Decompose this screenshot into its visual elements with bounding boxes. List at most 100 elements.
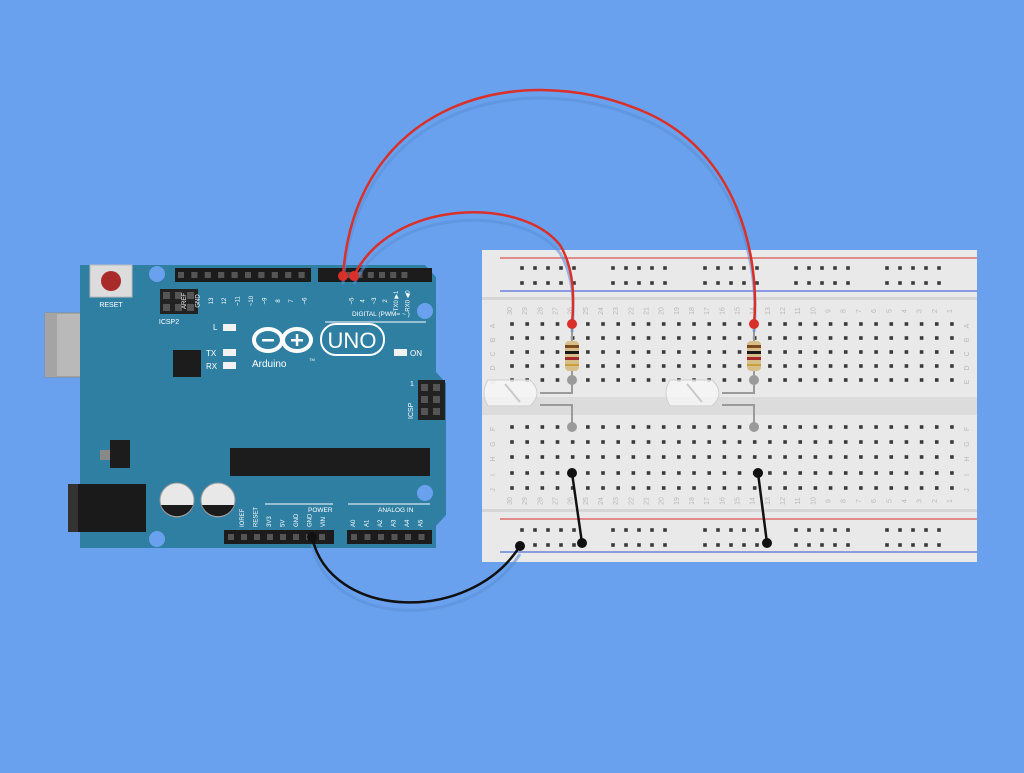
resistor[interactable] xyxy=(747,324,761,380)
breadboard-hole[interactable] xyxy=(737,350,742,354)
rail-hole[interactable] xyxy=(546,528,550,532)
rail-hole[interactable] xyxy=(755,266,759,270)
breadboard-hole[interactable] xyxy=(601,322,605,326)
breadboard-hole[interactable] xyxy=(677,440,681,444)
breadboard-hole[interactable] xyxy=(783,471,787,475)
breadboard-hole[interactable] xyxy=(768,440,772,444)
rail-hole[interactable] xyxy=(703,528,707,532)
breadboard-hole[interactable] xyxy=(783,455,787,459)
rail-hole[interactable] xyxy=(885,266,889,270)
breadboard-hole[interactable] xyxy=(510,471,514,475)
breadboard-hole[interactable] xyxy=(692,350,696,354)
breadboard-hole[interactable] xyxy=(737,378,742,382)
breadboard-hole[interactable] xyxy=(601,336,605,340)
breadboard-hole[interactable] xyxy=(722,336,727,340)
rail-hole[interactable] xyxy=(742,528,746,532)
breadboard-hole[interactable] xyxy=(737,322,742,326)
breadboard-hole[interactable] xyxy=(950,336,954,340)
rail-hole[interactable] xyxy=(520,266,524,270)
rail-hole[interactable] xyxy=(637,266,641,270)
breadboard-hole[interactable] xyxy=(722,350,727,354)
breadboard-hole[interactable] xyxy=(798,455,803,459)
breadboard-hole[interactable] xyxy=(631,455,636,459)
breadboard-hole[interactable] xyxy=(661,364,666,368)
rail-hole[interactable] xyxy=(846,281,850,285)
breadboard-hole[interactable] xyxy=(692,486,696,490)
header-pin[interactable] xyxy=(218,272,225,278)
breadboard-hole[interactable] xyxy=(874,425,878,429)
breadboard-hole[interactable] xyxy=(525,440,529,444)
rail-hole[interactable] xyxy=(520,281,524,285)
breadboard-hole[interactable] xyxy=(768,378,772,382)
breadboard-hole[interactable] xyxy=(783,440,787,444)
breadboard-hole[interactable] xyxy=(768,425,772,429)
breadboard-hole[interactable] xyxy=(631,322,636,326)
breadboard-hole[interactable] xyxy=(783,425,787,429)
breadboard-hole[interactable] xyxy=(783,378,787,382)
breadboard-hole[interactable] xyxy=(540,425,545,429)
breadboard-hole[interactable] xyxy=(692,440,696,444)
resistor[interactable] xyxy=(565,324,579,380)
breadboard-hole[interactable] xyxy=(540,322,545,326)
header-pin[interactable] xyxy=(245,272,251,278)
rail-hole[interactable] xyxy=(533,528,537,532)
rail-hole[interactable] xyxy=(559,543,563,547)
breadboard-hole[interactable] xyxy=(722,378,727,382)
breadboard-hole[interactable] xyxy=(707,350,712,354)
rail-hole[interactable] xyxy=(924,543,928,547)
breadboard-hole[interactable] xyxy=(677,322,681,326)
header-pin[interactable] xyxy=(285,272,292,278)
rail-hole[interactable] xyxy=(846,266,850,270)
rail-hole[interactable] xyxy=(898,266,902,270)
reset-button-cap[interactable] xyxy=(101,271,121,291)
breadboard-hole[interactable] xyxy=(904,350,909,354)
header-pin[interactable] xyxy=(364,534,371,540)
breadboard-hole[interactable] xyxy=(768,336,772,340)
breadboard-hole[interactable] xyxy=(661,350,666,354)
rail-hole[interactable] xyxy=(794,528,798,532)
breadboard-hole[interactable] xyxy=(934,350,939,354)
wire-led2-to-ground[interactable] xyxy=(756,472,769,544)
breadboard-hole[interactable] xyxy=(601,378,605,382)
header-pin[interactable] xyxy=(378,534,384,540)
breadboard-hole[interactable] xyxy=(677,486,681,490)
rail-hole[interactable] xyxy=(742,266,746,270)
rail-hole[interactable] xyxy=(885,281,889,285)
rail-hole[interactable] xyxy=(533,543,537,547)
breadboard-hole[interactable] xyxy=(616,425,620,429)
breadboard-hole[interactable] xyxy=(919,378,924,382)
breadboard-hole[interactable] xyxy=(510,322,514,326)
breadboard-hole[interactable] xyxy=(510,455,514,459)
breadboard-hole[interactable] xyxy=(722,425,727,429)
breadboard-hole[interactable] xyxy=(919,425,924,429)
header-pin[interactable] xyxy=(267,534,273,540)
power-header[interactable] xyxy=(224,530,334,544)
rail-hole[interactable] xyxy=(924,266,928,270)
header-pin[interactable] xyxy=(319,534,325,540)
breadboard-hole[interactable] xyxy=(859,350,863,354)
breadboard-hole[interactable] xyxy=(631,378,636,382)
breadboard-hole[interactable] xyxy=(752,440,757,444)
breadboard-hole[interactable] xyxy=(586,425,590,429)
header-pin[interactable] xyxy=(258,272,265,278)
rail-hole[interactable] xyxy=(572,543,576,547)
header-pin[interactable] xyxy=(379,272,385,278)
header-pin[interactable] xyxy=(391,534,398,540)
breadboard-hole[interactable] xyxy=(843,336,848,340)
breadboard-hole[interactable] xyxy=(934,322,939,326)
rail-hole[interactable] xyxy=(833,528,837,532)
rail-hole[interactable] xyxy=(533,281,537,285)
breadboard-hole[interactable] xyxy=(859,336,863,340)
breadboard-hole[interactable] xyxy=(904,440,909,444)
breadboard-hole[interactable] xyxy=(661,322,666,326)
rail-hole[interactable] xyxy=(663,543,667,547)
rail-hole[interactable] xyxy=(833,266,837,270)
breadboard-hole[interactable] xyxy=(631,336,636,340)
breadboard-hole[interactable] xyxy=(661,336,666,340)
rail-hole[interactable] xyxy=(716,528,720,532)
breadboard-hole[interactable] xyxy=(843,425,848,429)
breadboard-hole[interactable] xyxy=(616,486,620,490)
breadboard-hole[interactable] xyxy=(510,336,514,340)
rail-hole[interactable] xyxy=(833,281,837,285)
rail-hole[interactable] xyxy=(729,266,733,270)
